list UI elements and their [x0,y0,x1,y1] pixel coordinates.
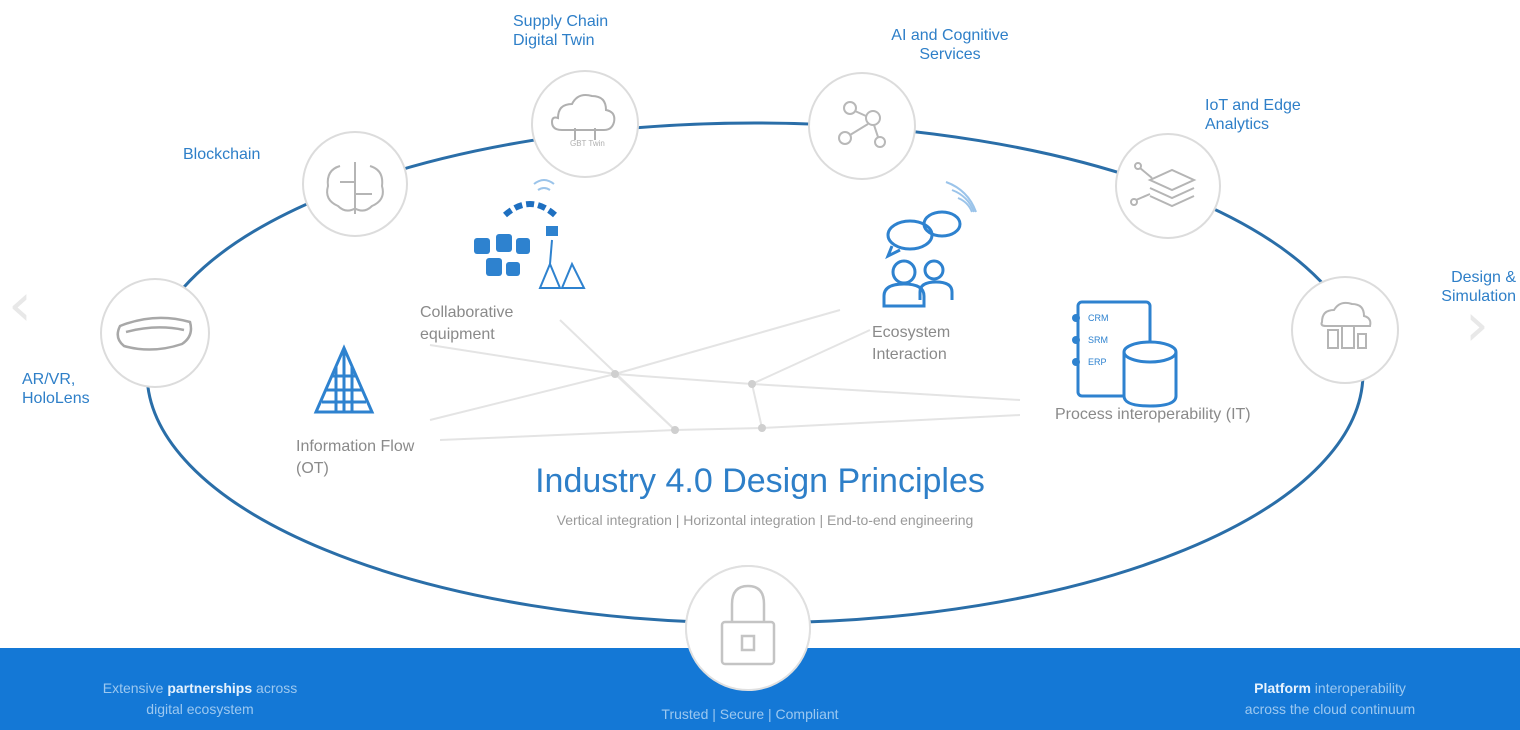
collaborative-equipment-icon [474,179,586,289]
ecosystem-interaction-icon [882,181,977,308]
crm-label: CRM [1088,313,1109,323]
blockchain-label: Blockchain [183,146,261,163]
network-nodes-icon [838,101,886,148]
design-simulation-label: Design & Simulation [1441,269,1516,305]
cloud-icon [550,94,616,140]
footer-left-text: Extensive partnerships across digital ec… [102,680,298,717]
collaborative-label: Collaborative equipment [420,304,514,343]
chip-layers-icon [1130,162,1197,208]
supply-chain-label: Supply Chain Digital Twin [513,13,609,49]
next-arrow-icon[interactable]: › [1465,290,1489,360]
circuit-brain-icon [326,162,384,214]
network-dots [611,370,766,434]
headset-icon [116,316,193,351]
diagram-subtitle: Vertical integration | Horizontal integr… [556,512,974,528]
srm-label: SRM [1088,335,1108,345]
erp-label: ERP [1088,357,1107,367]
diagram-title: Industry 4.0 Design Principles [535,462,985,500]
footer-right-text: Platform interoperability across the clo… [1244,680,1416,717]
process-label: Process interoperability (IT) [1055,406,1251,423]
footer-center-text: Trusted | Secure | Compliant [661,706,839,722]
previous-arrow-icon[interactable]: ‹ [8,270,32,340]
iot-edge-label: IoT and Edge Analytics [1205,97,1301,133]
security-lock-badge [685,565,811,691]
information-flow-icon [313,344,375,414]
ar-vr-label: AR/VR, HoloLens [22,371,90,407]
cloud-building-icon [1320,301,1372,349]
ai-cognitive-label: AI and Cognitive Services [891,27,1009,63]
ecosystem-label: Ecosystem Interaction [872,324,951,363]
information-flow-label: Information Flow (OT) [296,438,415,477]
process-interoperability-icon: CRM SRM ERP [1072,300,1178,408]
twin-icon-text: GBT Twin [570,139,605,148]
